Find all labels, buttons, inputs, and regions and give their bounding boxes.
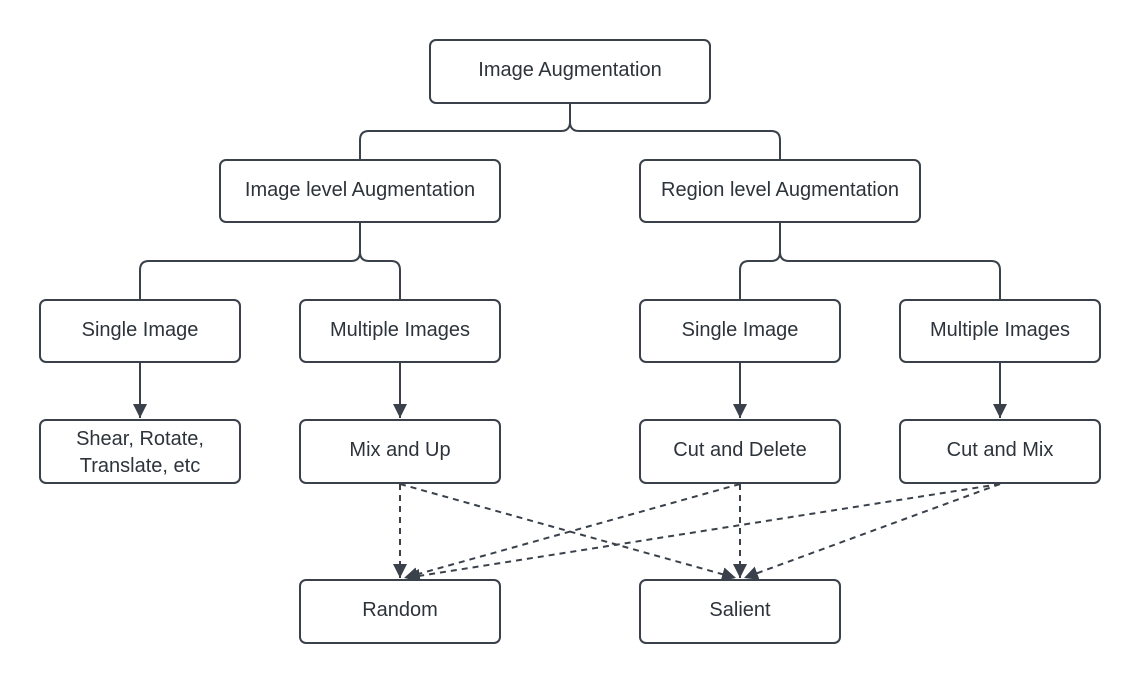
dashed-arrow-cut-mix-to-salient [743,483,1001,580]
dashed-arrow-cut-mix-to-random [405,483,1001,583]
node-random: Random [299,579,501,644]
node-shear-line-1: Shear, Rotate, [76,428,204,450]
node-rl-multiple-images: Multiple Images [899,299,1101,363]
node-mix-and-up-label: Mix and Up [349,439,450,461]
node-rl-single-image-label: Single Image [682,319,799,341]
node-il-single-image-label: Single Image [82,319,199,341]
edge-image-level-to-single [139,222,361,300]
node-rl-single-image: Single Image [639,299,841,363]
node-shear-rotate-translate: Shear, Rotate, Translate, etc [39,419,241,484]
node-rl-multiple-images-label: Multiple Images [930,319,1070,341]
edge-region-level-to-single [739,222,781,300]
node-region-level-augmentation-label: Region level Augmentation [661,179,899,201]
node-salient-label: Salient [709,599,771,621]
node-image-level-augmentation: Image level Augmentation [219,159,501,223]
edge-root-to-region-level [569,103,781,160]
edge-region-level-to-multiple [779,222,1001,300]
dashed-arrow-cut-delete-to-random [403,483,741,581]
node-shear-line-2: Translate, etc [80,455,200,477]
node-image-augmentation: Image Augmentation [429,39,711,104]
node-cut-and-delete-label: Cut and Delete [673,439,806,461]
node-random-label: Random [362,599,438,621]
edge-image-level-to-multiple [359,222,401,300]
dashed-arrow-mix-up-to-salient [399,483,737,581]
node-cut-and-mix: Cut and Mix [899,419,1101,484]
node-il-single-image: Single Image [39,299,241,363]
node-il-multiple-images: Multiple Images [299,299,501,363]
node-image-augmentation-label: Image Augmentation [478,59,661,81]
node-salient: Salient [639,579,841,644]
edge-root-to-image-level [359,103,571,160]
node-il-multiple-images-label: Multiple Images [330,319,470,341]
node-cut-and-delete: Cut and Delete [639,419,841,484]
node-mix-and-up: Mix and Up [299,419,501,484]
node-region-level-augmentation: Region level Augmentation [639,159,921,223]
node-cut-and-mix-label: Cut and Mix [947,439,1054,461]
node-image-level-augmentation-label: Image level Augmentation [245,179,475,201]
